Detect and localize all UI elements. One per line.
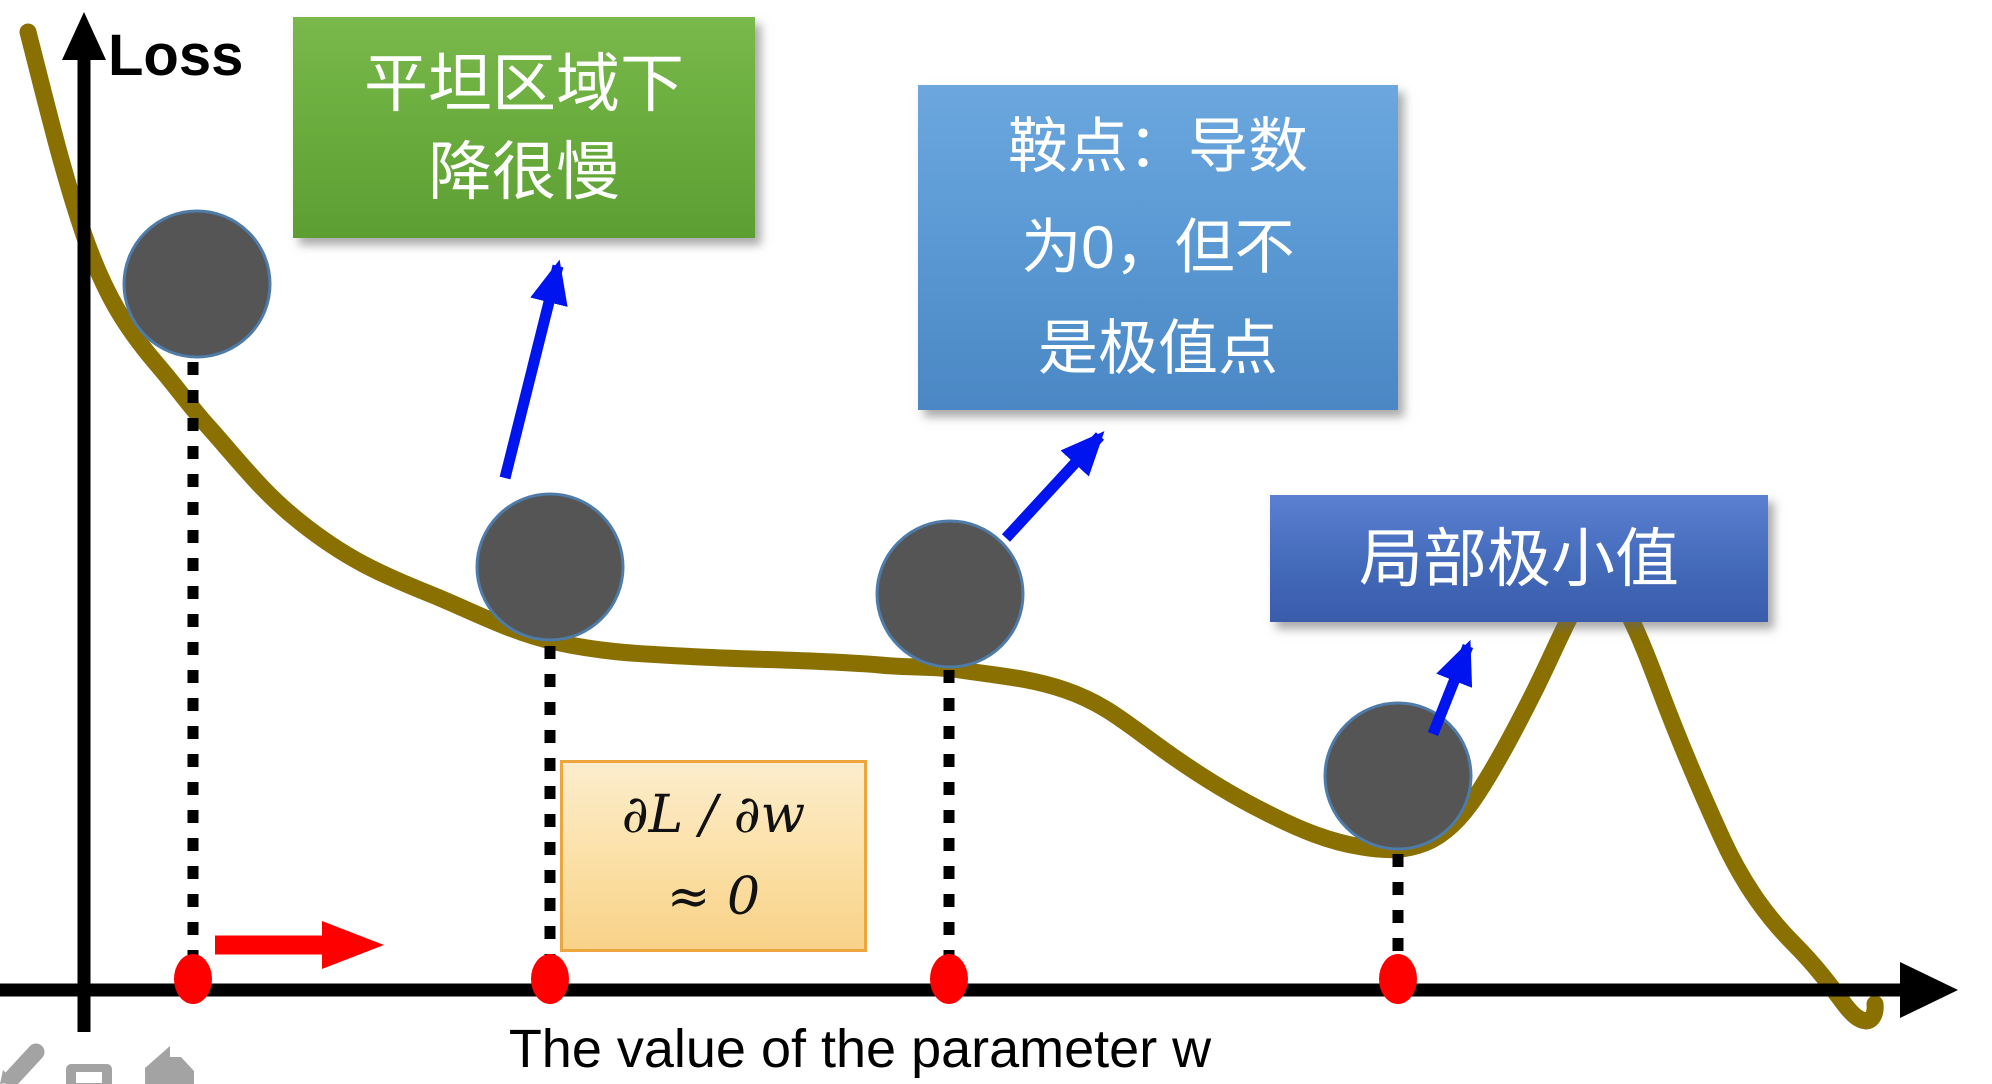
callout-derivative: ∂L / ∂w ≈ 0 <box>560 760 867 952</box>
callout-saddle-line-3: 是极值点 <box>1038 315 1278 382</box>
callout-flat-region: 平坦区域下 降很慢 <box>293 17 755 238</box>
red-step-arrow <box>215 921 384 969</box>
gradient-ball-4 <box>1323 701 1473 851</box>
y-axis-arrowhead <box>62 12 106 60</box>
red-dot-2 <box>531 954 569 1004</box>
blue-arrow-to-flat-label <box>499 259 568 480</box>
share-icon[interactable] <box>145 1046 194 1084</box>
red-dot-4 <box>1379 954 1417 1004</box>
footer-toolbar <box>0 1043 194 1084</box>
callout-flat-line-1: 平坦区域下 <box>364 47 684 120</box>
red-dot-3 <box>930 954 968 1004</box>
callout-localmin-line-1: 局部极小值 <box>1359 522 1679 595</box>
card-icon[interactable] <box>66 1064 112 1084</box>
x-axis-arrowhead <box>1900 962 1958 1018</box>
callout-deriv-line-2: ≈ 0 <box>666 867 761 927</box>
x-axis-label: The value of the parameter w <box>508 1019 1212 1079</box>
callout-deriv-line-1: ∂L / ∂w <box>621 785 806 845</box>
pencil-icon[interactable] <box>0 1043 45 1084</box>
callout-flat-line-2: 降很慢 <box>428 135 620 208</box>
gradient-ball-2 <box>475 492 625 642</box>
callout-saddle-line-1: 鞍点：导数 <box>1008 113 1308 180</box>
loss-curve <box>19 23 1884 1030</box>
gradient-ball-1 <box>122 209 272 359</box>
gradient-ball-3 <box>875 519 1025 669</box>
callout-saddle-line-2: 为0，但不 <box>1021 214 1295 281</box>
callout-local-minimum: 局部极小值 <box>1270 495 1768 622</box>
y-axis-label: Loss <box>108 23 244 88</box>
blue-arrow-to-localmin-label <box>1427 639 1474 737</box>
callout-saddle-point: 鞍点：导数 为0，但不 是极值点 <box>918 85 1398 410</box>
blue-arrow-to-saddle-label <box>1001 431 1105 542</box>
red-dot-1 <box>174 954 212 1004</box>
